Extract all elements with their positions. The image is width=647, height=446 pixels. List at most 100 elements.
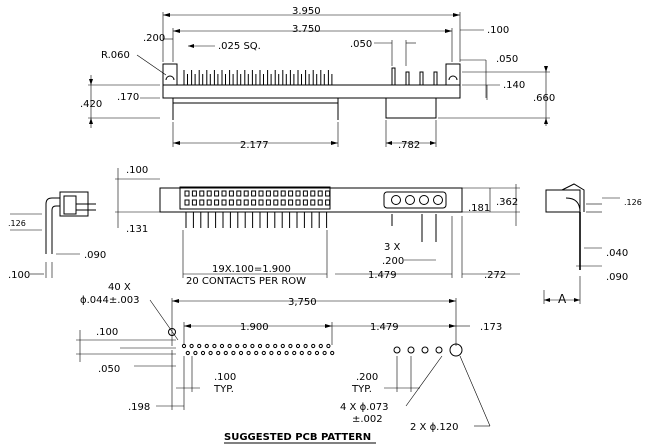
front-contact bbox=[302, 199, 308, 206]
dim-front-top-offset: .100 bbox=[126, 165, 148, 176]
pcb-power-hole bbox=[435, 346, 443, 354]
pcb-hole bbox=[330, 350, 335, 356]
front-contact bbox=[273, 199, 279, 206]
pcb-hole bbox=[223, 350, 228, 356]
front-contact bbox=[199, 199, 205, 206]
dim-right-b: .090 bbox=[606, 272, 628, 283]
front-power-contact bbox=[405, 195, 415, 205]
signal-housing bbox=[172, 97, 339, 104]
dim-pin-gap: .050 bbox=[350, 39, 372, 50]
pcb-hole bbox=[246, 350, 251, 356]
pcb-hole bbox=[212, 343, 217, 349]
dim-signal-width: 2.177 bbox=[240, 140, 269, 151]
pcb-hole bbox=[231, 350, 236, 356]
front-contact bbox=[280, 199, 286, 206]
dim-height-a: .420 bbox=[80, 99, 102, 110]
front-contact bbox=[288, 190, 294, 197]
pcb-hole bbox=[254, 350, 259, 356]
front-contact bbox=[214, 199, 220, 206]
pcb-title: SUGGESTED PCB PATTERN bbox=[224, 432, 371, 443]
pcb-hole-dia: ϕ.044±.003 bbox=[80, 295, 140, 306]
pcb-hole bbox=[322, 350, 327, 356]
dim-right-small: .126 bbox=[624, 198, 642, 207]
signal-pins bbox=[183, 70, 333, 85]
pcb-signal-holes bbox=[181, 343, 335, 356]
pcb-hole bbox=[311, 343, 316, 349]
dim-overall-width: 3.950 bbox=[292, 6, 321, 17]
front-contact bbox=[206, 190, 212, 197]
front-contact bbox=[206, 199, 212, 206]
pcb-hole bbox=[276, 350, 282, 356]
pcb-hole-count: 40 X bbox=[108, 282, 131, 293]
ear-right-hole bbox=[448, 75, 458, 81]
front-contact bbox=[199, 190, 205, 197]
top-body bbox=[162, 84, 461, 99]
front-contact bbox=[243, 199, 249, 206]
pcb-hole bbox=[257, 343, 263, 349]
pcb-pitch: .100 bbox=[214, 372, 236, 383]
dim-power-pitch: .200 bbox=[382, 256, 404, 267]
front-power-block bbox=[383, 191, 447, 209]
front-contact bbox=[221, 199, 227, 206]
pcb-row-offset: .050 bbox=[98, 364, 120, 375]
pcb-hole bbox=[269, 350, 274, 356]
pcb-hole bbox=[204, 343, 209, 349]
pcb-span: 3,750 bbox=[288, 297, 317, 308]
pcb-power-hole bbox=[421, 346, 429, 354]
right-side-view: .126 .040 .090 A bbox=[543, 183, 642, 306]
left-pin-bend bbox=[45, 197, 60, 254]
dim-height-b: .170 bbox=[117, 92, 139, 103]
pcb-signal-span: 1.900 bbox=[240, 322, 269, 333]
power-pin bbox=[405, 71, 410, 86]
front-contact bbox=[236, 190, 242, 197]
pcb-mount-holes: 2 X ϕ.120 bbox=[410, 422, 458, 433]
dim-front-row-offset: .131 bbox=[126, 224, 148, 235]
front-contact bbox=[251, 199, 257, 206]
front-contact bbox=[265, 190, 271, 197]
pcb-hole bbox=[185, 350, 190, 356]
front-contact bbox=[258, 190, 264, 197]
dim-front-right-margin: .272 bbox=[484, 270, 506, 281]
front-contact bbox=[251, 190, 257, 197]
left-side-view: .126 .100 .090 bbox=[8, 191, 106, 281]
front-signal-block bbox=[179, 186, 331, 210]
pcb-mount-hole bbox=[449, 343, 463, 357]
pcb-hole bbox=[284, 350, 289, 356]
dim-left-bottom: .100 bbox=[8, 270, 30, 281]
front-contacts-note: 20 CONTACTS PER ROW bbox=[186, 276, 306, 287]
pcb-hole bbox=[181, 343, 187, 349]
dim-pin-span: 3.750 bbox=[292, 24, 321, 35]
pcb-power-hole bbox=[407, 346, 415, 354]
pcb-hole bbox=[250, 343, 255, 349]
front-contact bbox=[317, 190, 323, 197]
pcb-hole bbox=[280, 343, 285, 349]
pcb-power-hole bbox=[393, 346, 401, 354]
right-body bbox=[545, 189, 581, 213]
dim-front-spacing: 19X.100=1.900 bbox=[212, 264, 291, 275]
pcb-power-span: 1.479 bbox=[370, 322, 399, 333]
front-contact bbox=[228, 199, 234, 206]
front-contact bbox=[295, 190, 301, 197]
front-contact bbox=[184, 190, 190, 197]
front-body bbox=[159, 187, 463, 213]
pcb-row-pitch: .100 bbox=[96, 327, 118, 338]
front-contact bbox=[184, 199, 190, 206]
front-contact bbox=[288, 199, 294, 206]
pcb-hole bbox=[235, 343, 240, 349]
pcb-pattern: 40 X ϕ.044±.003 3,750 1.900 1.479 .173 .… bbox=[76, 282, 502, 444]
pcb-hole bbox=[318, 343, 323, 349]
pcb-hole bbox=[219, 343, 225, 349]
front-power-contact bbox=[391, 195, 401, 205]
pcb-power-tol: ±.002 bbox=[352, 414, 383, 425]
dim-front-side-b: .362 bbox=[496, 197, 518, 208]
pcb-hole bbox=[261, 350, 266, 356]
dim-right-a: .040 bbox=[606, 248, 628, 259]
pcb-hole bbox=[265, 343, 270, 349]
ear-right bbox=[445, 63, 461, 86]
front-contact bbox=[265, 199, 271, 206]
pcb-hole bbox=[216, 350, 221, 356]
dim-left-foot: .090 bbox=[84, 250, 106, 261]
pcb-hole bbox=[208, 350, 213, 356]
pcb-hole bbox=[273, 343, 278, 349]
